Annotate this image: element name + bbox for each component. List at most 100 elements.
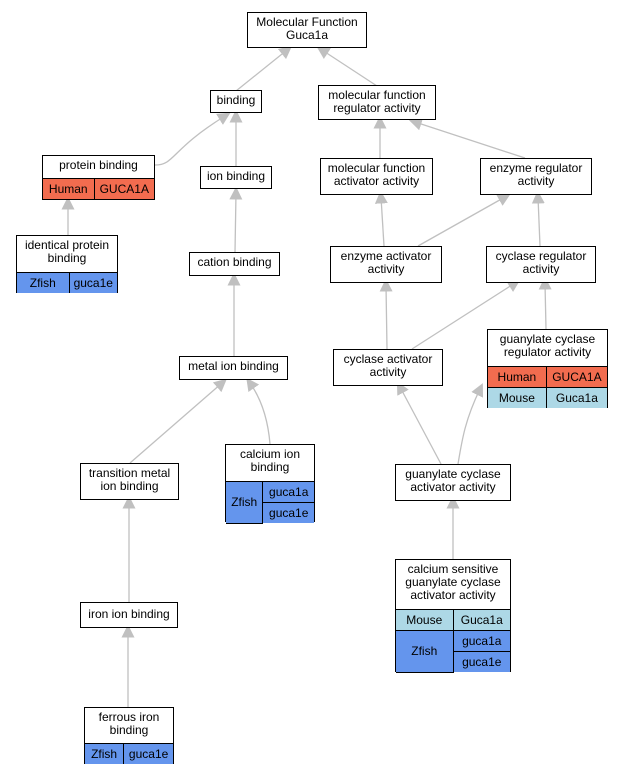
edge-enzact-enzreg [417,193,511,247]
gene-table: Human GUCA1A Mouse Guca1a [488,366,607,408]
node-guanylate-cyclase-regulator-activity[interactable]: guanylate cyclase regulator activity Hum… [487,329,608,408]
label-line: binding [109,723,149,737]
node-protein-binding[interactable]: protein binding Human GUCA1A [42,155,155,200]
node-guanylate-cyclase-activator-activity[interactable]: guanylate cyclase activator activity [395,464,511,501]
label-line: cyclase activator [343,352,433,366]
gene-cell: guca1e [262,502,314,523]
gene-cell: Guca1a [452,609,510,631]
gene-cell: GUCA1A [545,366,607,388]
node-ion-binding[interactable]: ion binding [200,166,272,189]
edge-gcreg-cycreg [538,276,552,330]
species-cell: Zfish [396,630,454,673]
edge-gcact-cycact [396,381,442,465]
species-cell: Zfish [17,272,70,293]
node-ferrous-iron-binding[interactable]: ferrous iron binding Zfish guca1e [84,707,174,764]
node-mf-regulator-activity[interactable]: molecular function regulator activity [318,85,436,120]
species-cell: Human [488,366,547,388]
node-label: molecular function regulator activity [319,86,435,117]
gene-cell: Guca1a [545,387,607,408]
node-label: transition metal ion binding [81,464,178,495]
species-cell: Zfish [85,743,125,764]
node-mf-activator-activity[interactable]: molecular function activator activity [320,158,433,195]
label-line: Molecular Function [256,15,358,29]
node-label: ferrous iron binding [85,708,173,743]
node-label: protein binding [59,158,138,172]
node-label: cyclase regulator activity [487,247,595,278]
gene-table: Zfish guca1a guca1e [226,481,314,524]
species-cell: Mouse [488,387,547,408]
label-line: activity [367,262,405,276]
node-label: guanylate cyclase regulator activity [488,330,607,366]
node-metal-ion-binding[interactable]: metal ion binding [179,356,288,380]
node-label: molecular function activator activity [321,159,432,190]
label-line: regulator activity [333,101,421,115]
node-calcium-ion-binding[interactable]: calcium ion binding Zfish guca1a guca1e [225,444,315,524]
edge-enzact-mfaa [374,190,388,247]
label-line: molecular function [327,161,426,175]
edge-enzreg-mfra [408,117,526,159]
label-line: molecular function [328,88,426,102]
edge-transition-metal [129,378,227,464]
label-line: calcium sensitive [407,562,499,576]
node-label: enzyme regulator activity [481,159,591,190]
edge-cycact-cycreg [411,279,521,350]
node-cyclase-regulator-activity[interactable]: cyclase regulator activity [486,246,596,283]
node-label: calcium ion binding [226,445,314,481]
node-label: ion binding [206,169,266,183]
label-line: binding [47,251,87,265]
label-line: enzyme activator [340,249,432,263]
node-label: enzyme activator activity [331,247,441,278]
label-line: activator activity [410,480,496,494]
gene-cell: GUCA1A [93,178,154,199]
edge-mfra-root [316,46,378,87]
label-line: regulator activity [503,345,592,359]
label-line: Guca1a [285,28,329,42]
node-binding[interactable]: binding [210,90,262,113]
gene-cell: guca1e [68,272,117,293]
edge-protein-binding [154,112,231,166]
label-line: transition metal [88,466,171,480]
label-line: guanylate cyclase [405,575,501,589]
node-identical-protein-binding[interactable]: identical protein binding Zfish guca1e [16,235,118,293]
node-label: metal ion binding [188,359,279,373]
gene-cell: guca1a [262,481,314,503]
edge-binding-root [235,45,293,92]
label-line: identical protein [24,238,110,252]
node-label: Molecular Function Guca1a [248,13,366,44]
gene-cell: guca1e [453,651,510,672]
node-transition-metal-ion-binding[interactable]: transition metal ion binding [80,463,179,500]
label-line: activity [517,174,555,188]
node-label: iron ion binding [88,607,170,621]
node-molecular-function-root[interactable]: Molecular Function Guca1a [247,12,367,48]
edge-gcact-gcreg [457,383,484,465]
label-line: calcium ion [239,447,301,461]
gene-table: Zfish guca1e [85,743,173,764]
label-line: enzyme regulator [489,161,583,175]
edge-cation-ion [229,186,243,253]
gene-cell: guca1a [452,630,510,652]
node-enzyme-regulator-activity[interactable]: enzyme regulator activity [480,158,592,195]
node-cation-binding[interactable]: cation binding [189,252,280,276]
node-label: guanylate cyclase activator activity [396,465,510,496]
node-label: cation binding [197,255,272,269]
node-label: identical protein binding [17,236,117,272]
label-line: activity [369,365,407,379]
edge-cycact-enzact [379,278,393,350]
gene-cell: guca1e [123,743,173,764]
node-calcium-sensitive-gc-activator[interactable]: calcium sensitive guanylate cyclase acti… [395,559,511,673]
node-iron-ion-binding[interactable]: iron ion binding [80,602,178,628]
node-cyclase-activator-activity[interactable]: cyclase activator activity [333,349,443,386]
node-label: calcium sensitive guanylate cyclase acti… [396,560,510,609]
node-enzyme-activator-activity[interactable]: enzyme activator activity [330,246,442,283]
gene-table: Human GUCA1A [43,178,154,199]
node-label: binding [216,93,256,107]
label-line: ferrous iron [98,710,160,724]
label-line: activator activity [333,174,420,188]
node-label: cyclase activator activity [334,350,442,381]
label-line: activator activity [410,588,496,602]
label-line: activity [522,262,560,276]
label-line: guanylate cyclase [405,467,501,481]
label-line: ion binding [100,479,159,493]
label-line: guanylate cyclase [499,332,596,346]
